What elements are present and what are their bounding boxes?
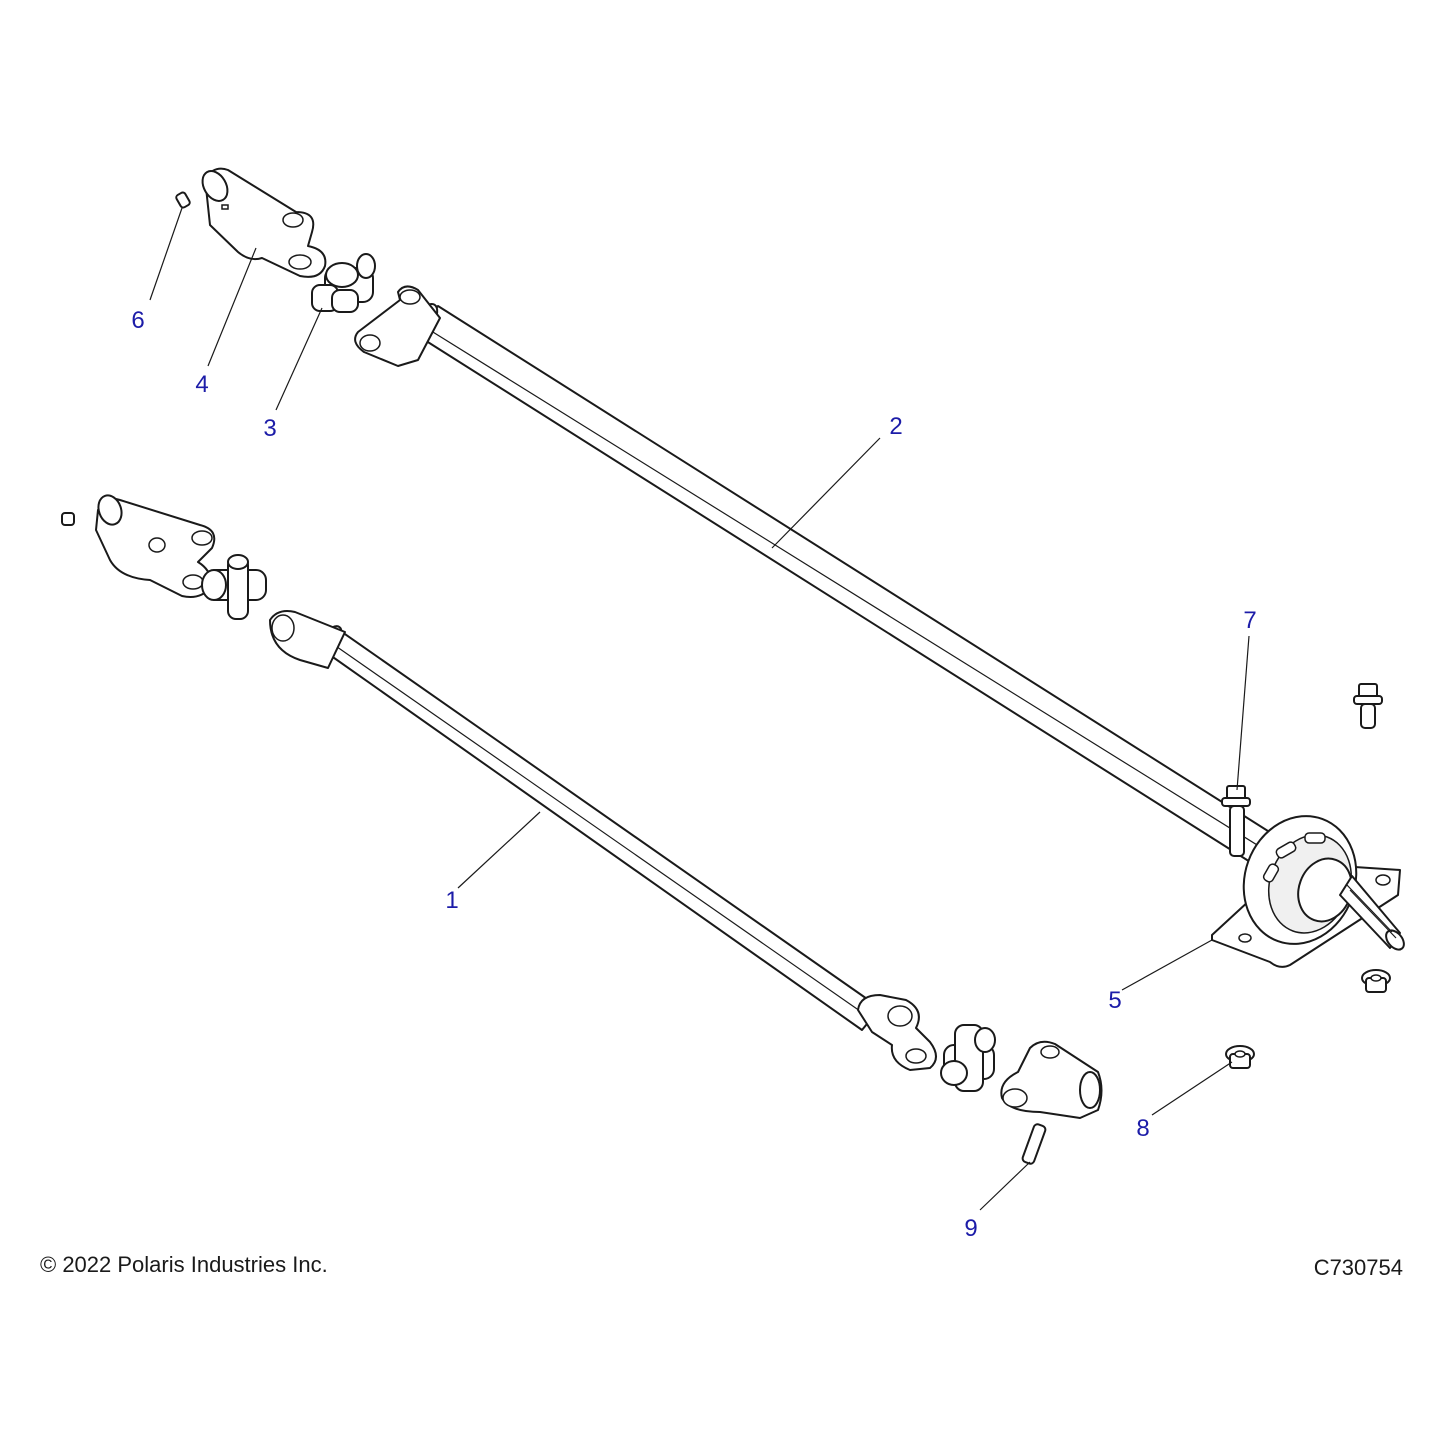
leader-5 — [1121, 939, 1213, 991]
leader-1 — [457, 811, 541, 889]
leader-9 — [979, 1161, 1031, 1211]
slip-yoke-upper — [201, 167, 327, 278]
copyright-notice: © 2022 Polaris Industries Inc. — [40, 1252, 328, 1277]
flange-bolt-2 — [1353, 683, 1383, 729]
callout-5: 5 — [1108, 987, 1121, 1014]
callout-2: 2 — [889, 413, 902, 440]
flange-nut-2 — [1361, 969, 1391, 993]
drawing-number: C730754 — [1313, 1255, 1403, 1280]
leader-8 — [1151, 1061, 1233, 1116]
leader-6 — [149, 207, 183, 301]
roll-pin — [1021, 1123, 1047, 1165]
carrier-bearing — [1211, 815, 1405, 968]
leader-3 — [275, 307, 323, 411]
callout-3: 3 — [263, 415, 276, 442]
callout-6: 6 — [131, 307, 144, 334]
leader-2 — [771, 437, 881, 549]
callout-7: 7 — [1243, 607, 1256, 634]
u-joint-lower-rear — [940, 1024, 996, 1092]
callout-1: 1 — [445, 887, 458, 914]
leader-lines — [149, 207, 1250, 1211]
output-yoke — [1000, 1040, 1103, 1119]
callout-labels: 1 2 3 4 5 6 7 8 9 — [131, 307, 1256, 1242]
u-joint-upper — [311, 253, 376, 313]
u-joint-lower-front — [201, 554, 267, 620]
slip-yoke-lower — [95, 494, 216, 598]
leader-7 — [1236, 635, 1250, 791]
front-prop-shaft — [269, 610, 937, 1071]
callout-8: 8 — [1136, 1115, 1149, 1142]
leader-4 — [207, 247, 257, 367]
grease-fitting-lower — [61, 512, 75, 526]
flange-nut-1 — [1225, 1045, 1255, 1069]
flange-bolt-1 — [1221, 785, 1251, 857]
grease-fitting-upper — [175, 191, 191, 209]
rear-prop-shaft — [354, 285, 1291, 873]
callout-4: 4 — [195, 371, 208, 398]
callout-9: 9 — [964, 1215, 977, 1242]
